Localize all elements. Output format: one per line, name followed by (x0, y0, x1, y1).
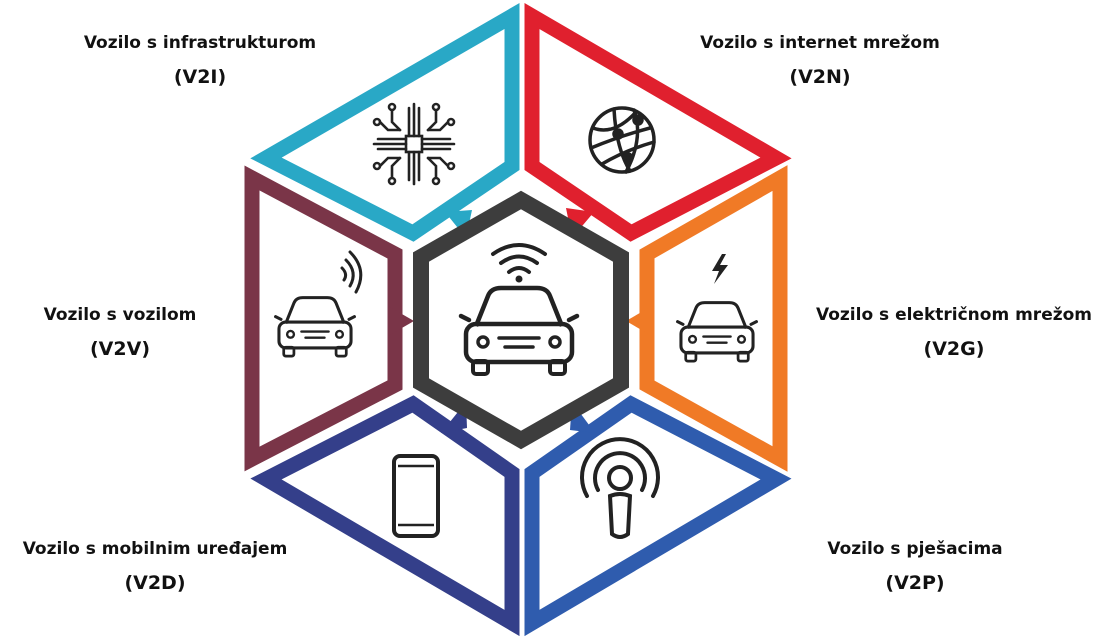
v2v-code: (V2V) (90, 337, 150, 360)
car-wifi-icon (461, 243, 577, 374)
v2p-segment (524, 395, 792, 637)
v2d-label: Vozilo s mobilnim uređajem (V2D) (5, 540, 305, 594)
v2p-label: Vozilo s pješacima (V2P) (790, 540, 1040, 594)
v2n-segment (524, 2, 792, 242)
v2i-code: (V2I) (173, 65, 227, 88)
v2g-label: Vozilo s električnom mrežom (V2G) (801, 306, 1107, 360)
v2i-name: Vozilo s infrastrukturom (83, 33, 317, 53)
pedestrian-signal-icon (580, 437, 660, 539)
v2d-name: Vozilo s mobilnim uređajem (22, 539, 288, 559)
circuit-icon (372, 102, 456, 186)
v2d-segment (250, 395, 520, 637)
v2i-label: Vozilo s infrastrukturom (V2I) (40, 34, 360, 88)
v2d-code: (V2D) (124, 571, 186, 594)
v2g-code: (V2G) (923, 337, 985, 360)
center-hexagon (413, 190, 629, 450)
v2n-label: Vozilo s internet mrežom (V2N) (660, 34, 980, 88)
v2v-pointer (388, 306, 414, 336)
v2n-code: (V2N) (789, 65, 851, 88)
v2g-pointer (626, 306, 652, 336)
car-signal-icon (274, 250, 363, 358)
v2n-name: Vozilo s internet mrežom (700, 33, 940, 53)
smartphone-icon (392, 454, 440, 538)
v2p-code: (V2P) (885, 571, 945, 594)
car-charging-icon (676, 254, 758, 363)
v2g-segment (639, 165, 788, 472)
v2v-label: Vozilo s vozilom (V2V) (10, 306, 230, 360)
globe-network-icon (588, 106, 656, 174)
v2g-name: Vozilo s električnom mrežom (815, 305, 1093, 325)
v2v-name: Vozilo s vozilom (43, 305, 197, 325)
v2i-segment (250, 3, 520, 242)
v2v-segment (244, 165, 403, 472)
v2p-name: Vozilo s pješacima (827, 539, 1003, 559)
